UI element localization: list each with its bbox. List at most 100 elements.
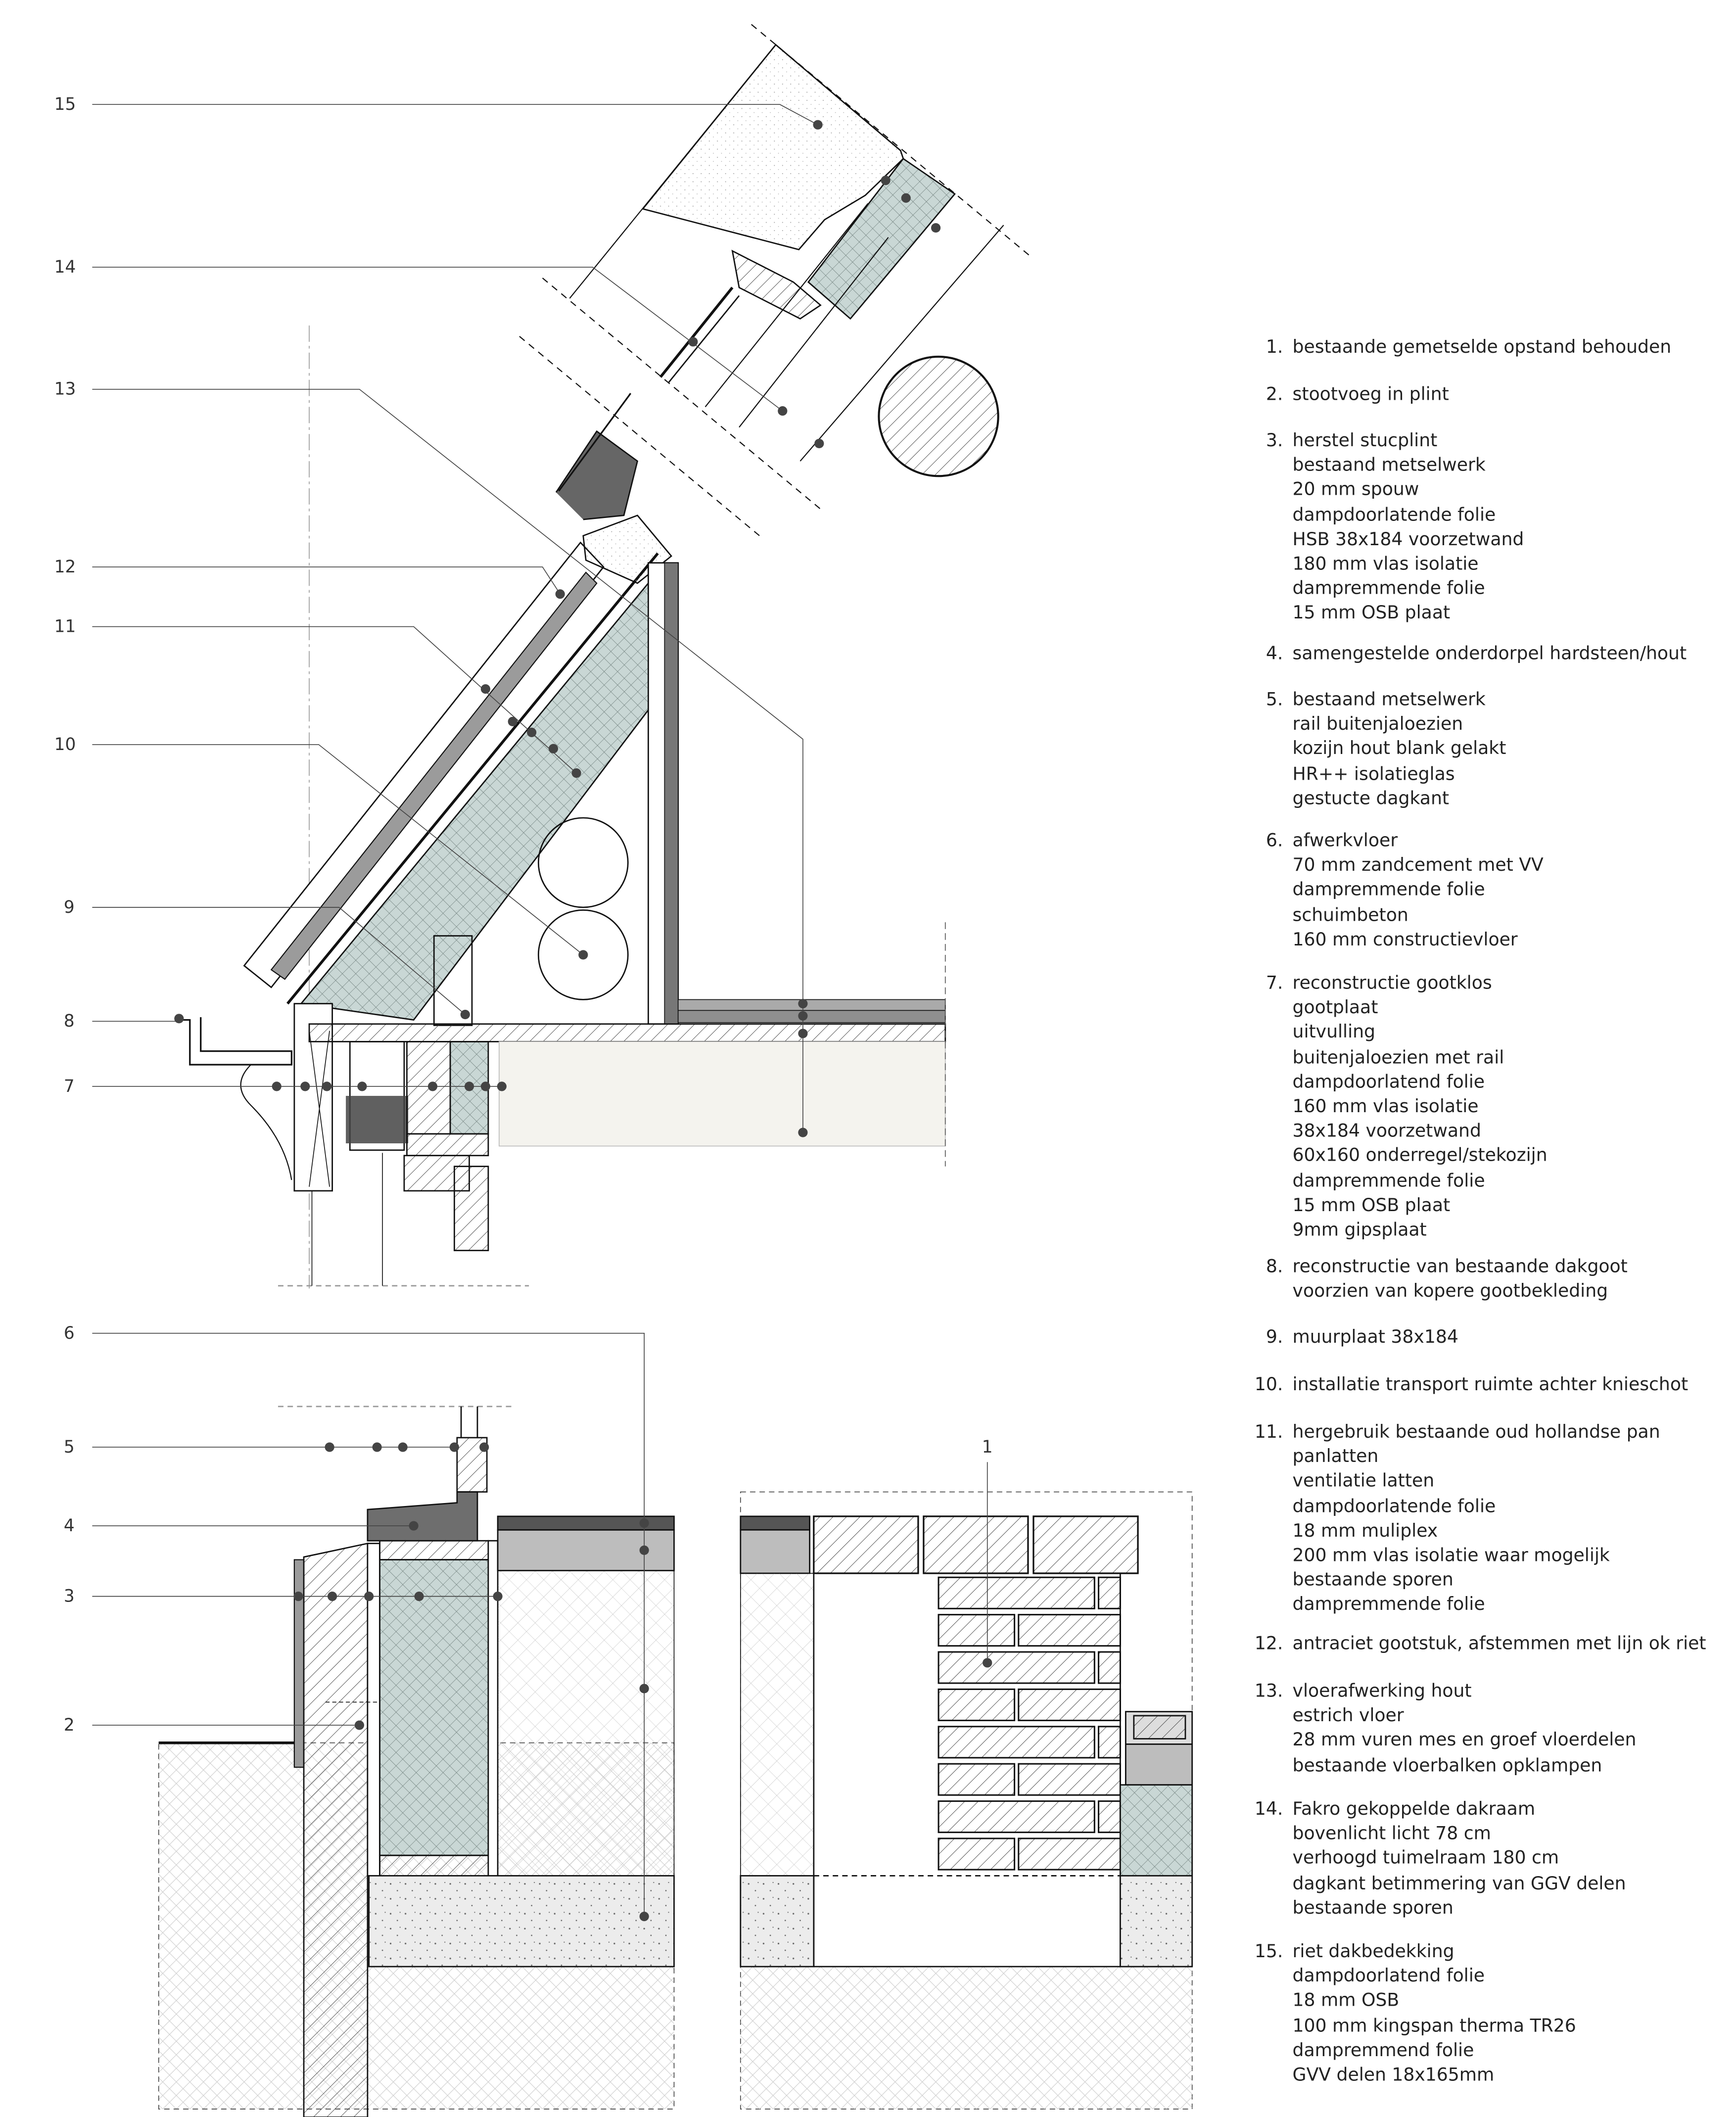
legend-line: dampdoorlatende folie [1292, 1497, 1496, 1517]
legend-line: bestaande sporen [1292, 1898, 1454, 1919]
brick [938, 1576, 1095, 1609]
legend-line: installatie transport ruimte achter knie… [1292, 1375, 1689, 1396]
legend-line: dampremmende folie [1292, 881, 1485, 901]
callout-9: 9 [63, 896, 75, 917]
legend-number: 1. [1266, 337, 1283, 358]
legend-line: gootplaat [1292, 998, 1378, 1019]
legend-line: rail buitenjaloezien [1292, 715, 1463, 736]
legend-line: estrich vloer [1292, 1706, 1404, 1727]
roof-section [179, 325, 946, 1289]
legend-number: 12. [1254, 1634, 1283, 1655]
brick [938, 1763, 1016, 1796]
gutter [179, 1017, 293, 1066]
plinth-detail [158, 1406, 675, 2117]
leader-dots [174, 120, 992, 1922]
brick [938, 1688, 1016, 1721]
legend-line: HR++ isolatieglas [1292, 764, 1455, 785]
tile-profile [270, 571, 598, 980]
shutter-slats [346, 1096, 409, 1144]
legend-line: 15 mm OSB plaat [1292, 604, 1451, 624]
brick-courses [938, 1576, 1121, 1871]
callout-5: 5 [63, 1436, 75, 1457]
legend-line: dampdoorlatend folie [1292, 1072, 1485, 1093]
callout-15: 15 [54, 94, 76, 114]
leader-lines [92, 104, 988, 1917]
callout-10: 10 [54, 734, 76, 754]
legend-line: samengestelde onderdorpel hardsteen/hout [1292, 644, 1687, 665]
legend-line: bestaand metselwerk [1292, 456, 1486, 476]
legend-line: bestaande sporen [1292, 1570, 1454, 1592]
concrete-floor [499, 1041, 946, 1147]
legend-number: 9. [1266, 1327, 1283, 1348]
callout-12: 12 [54, 556, 76, 577]
legend-line: 9mm gipsplaat [1292, 1220, 1427, 1241]
legend-line: stootvoeg in plint [1292, 385, 1449, 406]
legend-line: dampremmende folie [1292, 1595, 1485, 1616]
callout-4: 4 [63, 1515, 75, 1536]
callout-3: 3 [63, 1585, 75, 1606]
brick [1018, 1614, 1121, 1647]
callout-14: 14 [54, 256, 76, 277]
callout-6: 6 [63, 1322, 75, 1343]
installation-duct [537, 909, 629, 1000]
floor-joist-layer [308, 1023, 946, 1042]
legend-line: herstel stucplint [1292, 431, 1438, 452]
foam-concrete [497, 1570, 675, 1877]
legend-line: verhoogd tuimelraam 180 cm [1292, 1849, 1559, 1870]
legend-line: reconstructie van bestaande dakgoot [1292, 1257, 1628, 1278]
legend-line: gestucte dagkant [1292, 789, 1450, 809]
legend-line: schuimbeton [1292, 905, 1408, 926]
legend-line: 38x184 voorzetwand [1292, 1122, 1481, 1142]
legend-line: reconstructie gootklos [1292, 974, 1492, 994]
rafter-section-circle [878, 355, 999, 477]
dormer-insulation [807, 157, 956, 320]
floor-finish [677, 999, 946, 1011]
brick [1098, 1576, 1121, 1609]
callout-7: 7 [63, 1075, 75, 1096]
legend-line: bestaande gemetselde opstand behouden [1292, 337, 1672, 358]
plaster-plinth [293, 1559, 305, 1768]
callout-2: 2 [63, 1714, 75, 1735]
screed-layer [677, 1010, 946, 1023]
brick [938, 1837, 1016, 1871]
brick [938, 1651, 1095, 1684]
legend-line: bestaande vloerbalken opklampen [1292, 1755, 1602, 1777]
legend-line: dampremmende folie [1292, 579, 1485, 600]
callout-1: 1 [982, 1436, 993, 1457]
legend-line: afwerkvloer [1292, 831, 1398, 852]
legend-line: 200 mm vlas isolatie waar mogelijk [1292, 1546, 1610, 1567]
legend-line: Fakro gekoppelde dakraam [1292, 1799, 1536, 1820]
legend-line: hergebruik bestaande oud hollandse pan [1292, 1422, 1660, 1443]
legend-line: dampremmend folie [1292, 2041, 1474, 2062]
legend-line: 60x160 onderregel/stekozijn [1292, 1146, 1548, 1167]
legend-line: riet dakbedekking [1292, 1942, 1454, 1963]
callout-11: 11 [54, 615, 76, 636]
legend-line: antraciet gootstuk, afstemmen met lijn o… [1292, 1634, 1706, 1655]
brick [1018, 1763, 1121, 1796]
legend-line: GVV delen 18x165mm [1292, 2065, 1495, 2086]
legend-line: dagkant betimmering van GGV delen [1292, 1874, 1626, 1894]
top-brick [1032, 1515, 1139, 1574]
legend-line: 18 mm muliplex [1292, 1521, 1438, 1542]
brick [1018, 1688, 1121, 1721]
reed-roofing [642, 44, 904, 250]
brick [938, 1800, 1095, 1834]
legend-number: 6. [1266, 831, 1283, 852]
brick [1098, 1726, 1121, 1759]
window-frame-top [731, 249, 822, 320]
legend-line: buitenjaloezien met rail [1292, 1047, 1504, 1069]
legend-line: dampdoorlatend folie [1292, 1967, 1485, 1987]
legend-number: 7. [1266, 974, 1283, 994]
callout-8: 8 [63, 1010, 75, 1031]
legend-line: uitvulling [1292, 1023, 1375, 1044]
top-brick [923, 1515, 1029, 1574]
legend-line: voorzien van kopere gootbekleding [1292, 1282, 1608, 1303]
existing-masonry-wall [303, 1543, 369, 2117]
legend-number: 10. [1254, 1375, 1283, 1396]
roof-insulation [299, 575, 668, 1021]
legend-line: 70 mm zandcement met VV [1292, 856, 1544, 877]
legend-line: ventilatie latten [1292, 1472, 1435, 1493]
legend-line: 100 mm kingspan therma TR26 [1292, 2016, 1576, 2037]
